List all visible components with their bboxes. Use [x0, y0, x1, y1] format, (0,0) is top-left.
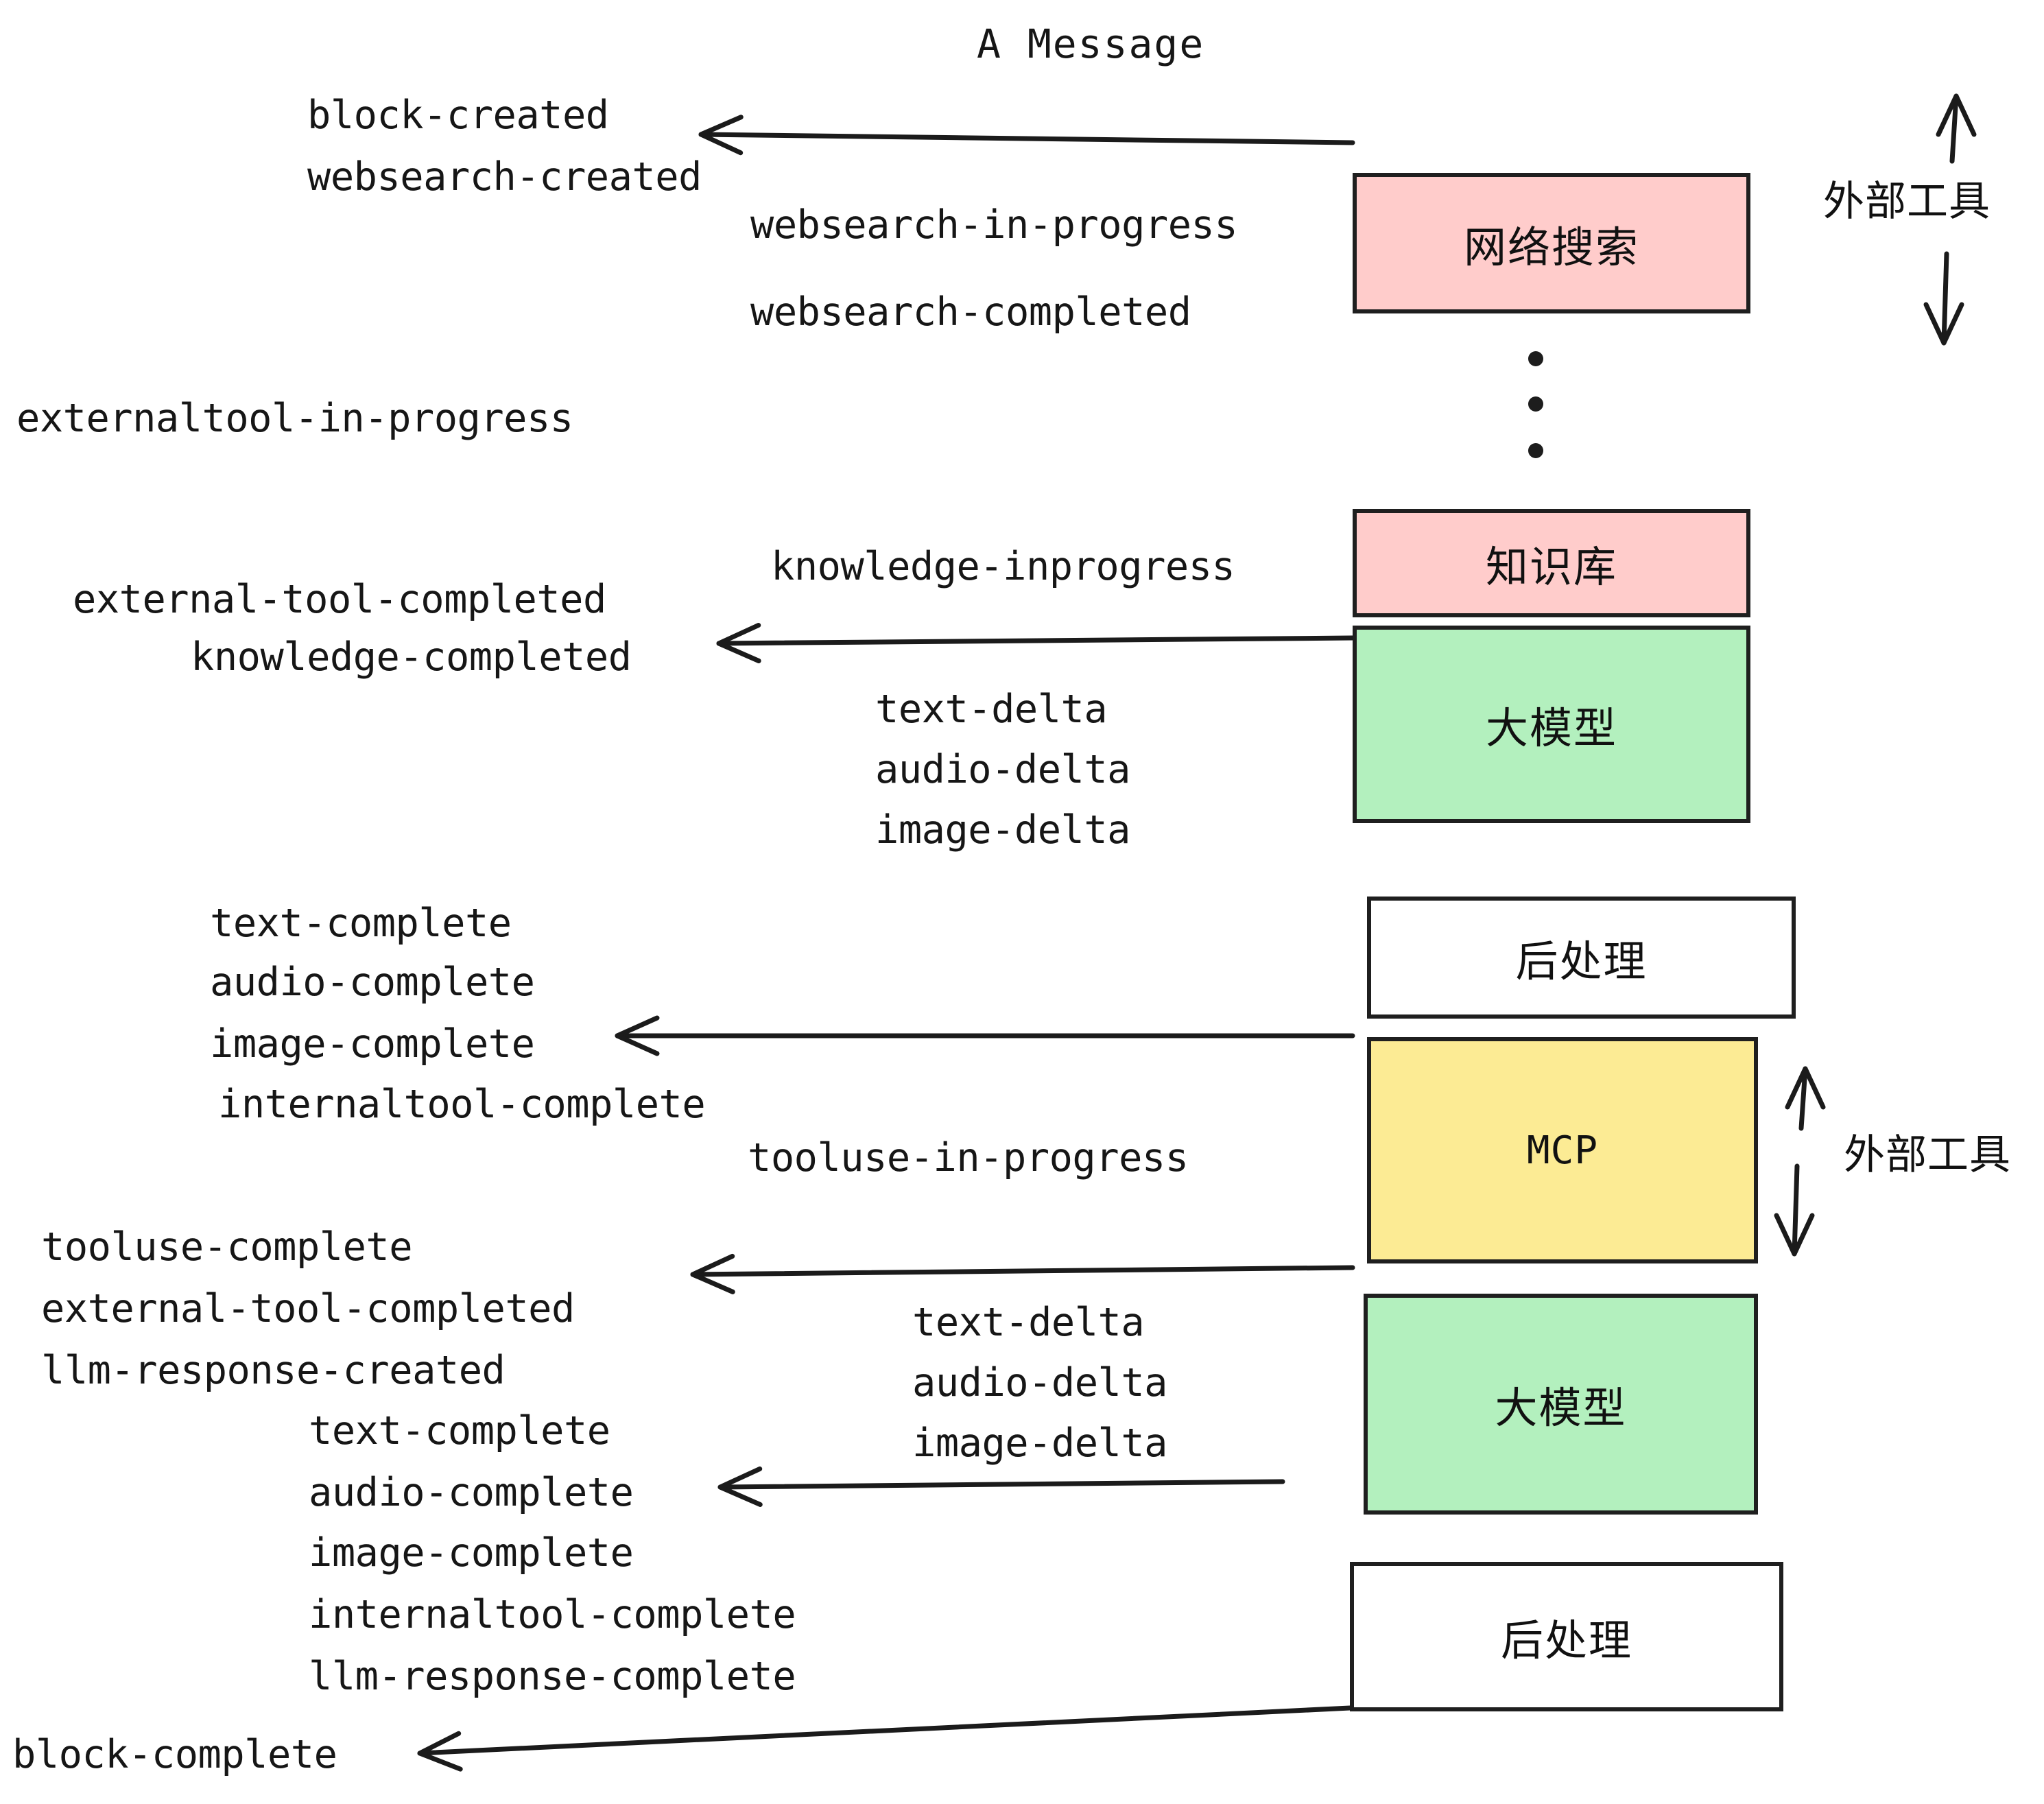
event-label-knowledge-completed: knowledge-completed [191, 634, 632, 680]
node-label: 后处理 [1515, 936, 1648, 986]
external-tools-arrow-down-bottom [1774, 1163, 1815, 1257]
node-label: 知识库 [1485, 542, 1617, 592]
node-llm-2[interactable]: 大模型 [1364, 1294, 1758, 1515]
event-label-llm-response-complete: llm-response-complete [309, 1654, 796, 1699]
event-label-text-delta-1: text-delta [875, 687, 1108, 732]
arrow-postproc1-to-left [615, 1015, 1355, 1056]
event-label-audio-complete-2: audio-complete [309, 1470, 634, 1515]
event-label-text-complete-1: text-complete [210, 901, 512, 946]
arrow-llm2-to-left [717, 1466, 1285, 1507]
event-label-knowledge-inprogress: knowledge-inprogress [771, 544, 1235, 589]
event-label-block-complete: block-complete [12, 1732, 337, 1777]
event-label-audio-complete-1: audio-complete [210, 960, 535, 1005]
page-title: A Message [977, 21, 1205, 67]
node-label: 大模型 [1485, 703, 1617, 753]
event-label-image-complete-2: image-complete [309, 1530, 634, 1576]
event-label-externaltool-in-progress: externaltool-in-progress [16, 396, 573, 441]
event-label-audio-delta-1: audio-delta [875, 747, 1131, 792]
ellipsis-dot-2 [1528, 396, 1543, 412]
event-label-internaltool-complete-1: internaltool-complete [218, 1082, 706, 1127]
external-tools-arrow-up-bottom [1785, 1066, 1826, 1131]
node-label: 后处理 [1500, 1615, 1632, 1665]
node-websearch[interactable]: 网络搜索 [1353, 173, 1750, 313]
arrow-websearch-to-left [698, 115, 1355, 156]
node-mcp[interactable]: MCP [1367, 1037, 1758, 1263]
arrow-knowledge-to-left [716, 622, 1355, 663]
external-tools-arrow-up-top [1936, 93, 1977, 164]
node-label: 网络搜索 [1463, 222, 1639, 272]
arrow-postproc2-to-left [417, 1705, 1353, 1772]
node-label: MCP [1526, 1128, 1599, 1173]
ellipsis-dot-3 [1528, 443, 1543, 458]
event-label-llm-response-created: llm-response-created [41, 1348, 506, 1393]
node-knowledge[interactable]: 知识库 [1353, 509, 1750, 617]
event-label-websearch-in-progress: websearch-in-progress [750, 202, 1238, 248]
event-label-image-complete-1: image-complete [210, 1021, 535, 1067]
external-tools-arrow-down-top [1923, 251, 1964, 346]
event-label-websearch-created: websearch-created [307, 154, 702, 200]
node-label: 大模型 [1495, 1383, 1627, 1433]
arrow-mcp-to-left [690, 1253, 1355, 1294]
event-label-external-tool-completed-2: external-tool-completed [41, 1286, 575, 1331]
event-label-external-tool-completed-1: external-tool-completed [73, 577, 606, 622]
event-label-block-created: block-created [307, 93, 609, 138]
node-postproc-2[interactable]: 后处理 [1350, 1562, 1783, 1711]
side-label-external-tools-top: 外部工具 [1823, 178, 1990, 226]
node-postproc-1[interactable]: 后处理 [1367, 897, 1796, 1019]
node-llm-1[interactable]: 大模型 [1353, 626, 1750, 823]
event-label-image-delta-1: image-delta [875, 807, 1131, 853]
event-label-internaltool-complete-2: internaltool-complete [309, 1592, 796, 1637]
event-label-text-delta-2: text-delta [912, 1300, 1145, 1345]
event-label-text-complete-2: text-complete [309, 1408, 610, 1453]
side-label-external-tools-bottom: 外部工具 [1844, 1131, 2011, 1179]
ellipsis-dot-1 [1528, 351, 1543, 366]
event-label-tooluse-in-progress: tooluse-in-progress [748, 1135, 1189, 1180]
event-label-websearch-completed: websearch-completed [750, 289, 1191, 335]
event-label-tooluse-complete: tooluse-complete [41, 1224, 413, 1270]
event-label-image-delta-2: image-delta [912, 1421, 1168, 1466]
event-label-audio-delta-2: audio-delta [912, 1360, 1168, 1405]
